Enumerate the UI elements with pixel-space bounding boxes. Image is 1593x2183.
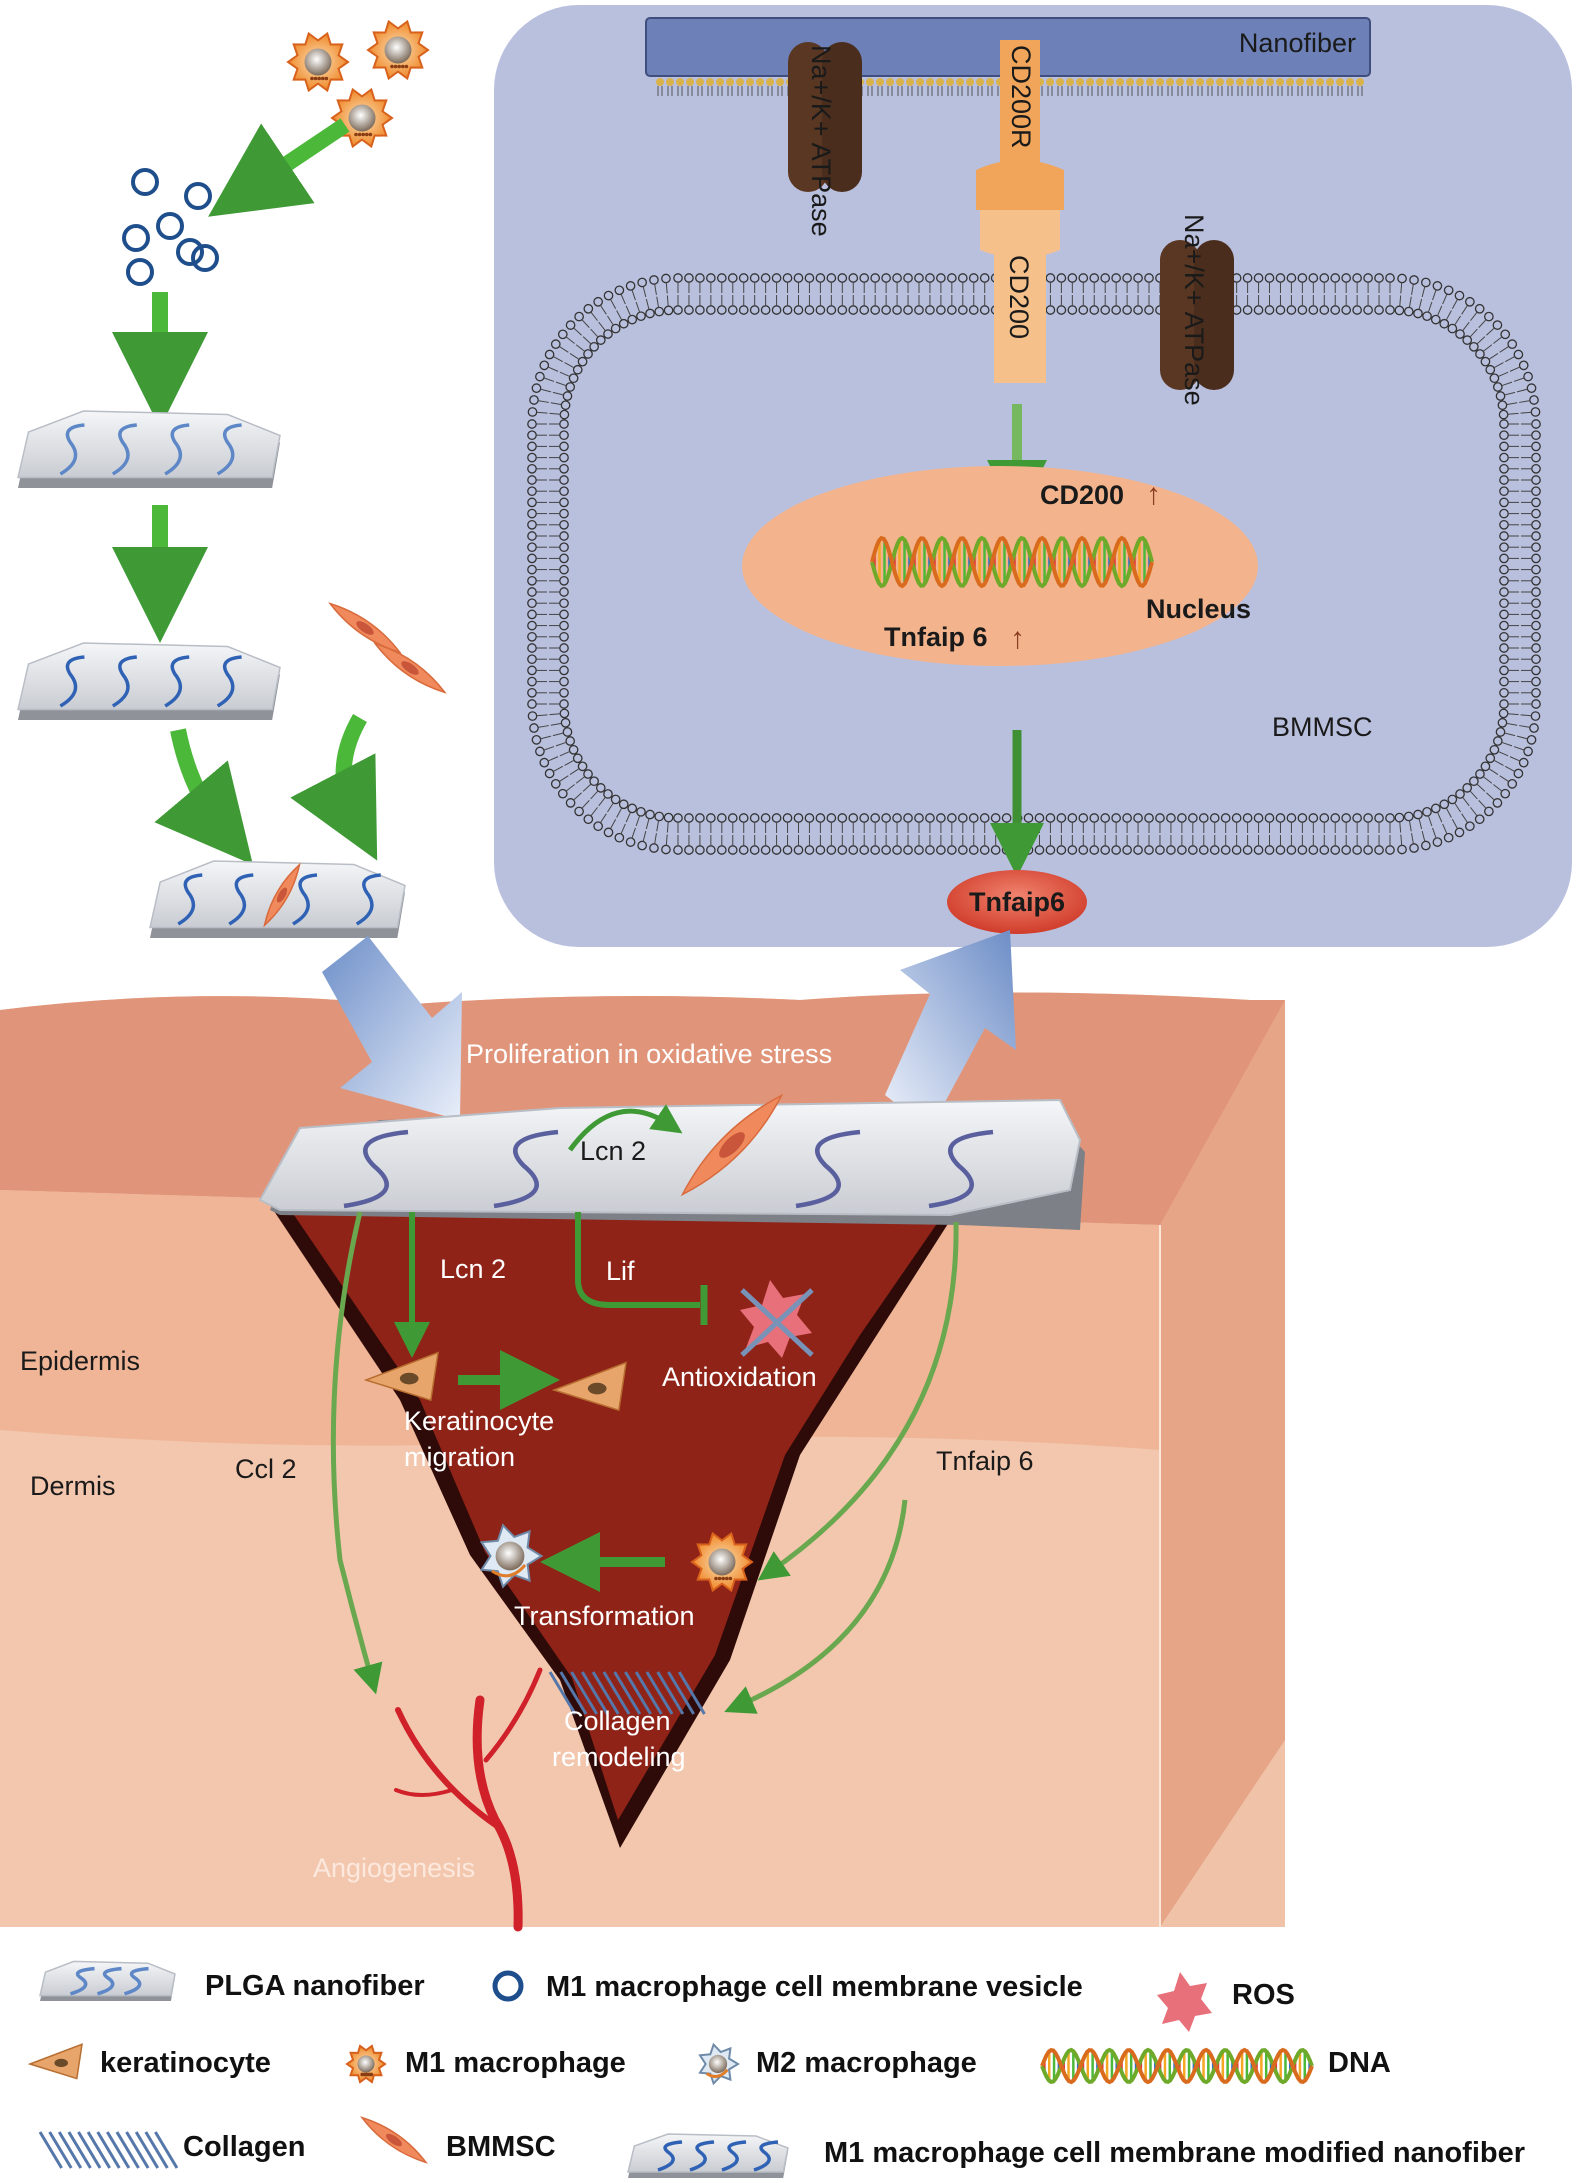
- legend-keratinocyte-label: keratinocyte: [100, 2047, 271, 2079]
- tnfaip6-up-label: Tnfaip 6: [884, 622, 988, 652]
- tnfaip6-secreted-label: Tnfaip6: [969, 887, 1065, 917]
- legend-modified-fiber-icon: [627, 2133, 789, 2178]
- legend-collagen-icon: [38, 2131, 179, 2169]
- dna-helix: [870, 535, 1154, 589]
- ros-inhibited: [740, 1280, 814, 1358]
- collagen-label-2: remodeling: [552, 1742, 686, 1772]
- legend-bmmsc-label: BMMSC: [446, 2131, 556, 2163]
- collagen-label-1: Collagen: [564, 1706, 671, 1736]
- legend-m1-label: M1 macrophage: [405, 2047, 626, 2079]
- ccl2-label: Ccl 2: [235, 1454, 297, 1484]
- legend-m2-icon: [698, 2042, 740, 2086]
- cd200-label: CD200: [1004, 255, 1034, 339]
- legend-dna-icon: [1040, 2047, 1314, 2085]
- flow-arrow-4: [154, 728, 253, 865]
- flow-arrow-5: [290, 714, 378, 861]
- membrane-vesicles: [122, 168, 219, 286]
- atpase-pump-membrane: Na+/K+ ATPase: [1160, 214, 1234, 406]
- angiogenesis-label: Angiogenesis: [313, 1853, 475, 1883]
- atpase-label-top: Na+/K+ ATPase: [806, 45, 836, 237]
- cd200r-receptor: CD200R: [976, 40, 1064, 210]
- cd200-up-label: CD200: [1040, 480, 1124, 510]
- legend-vesicle-label: M1 macrophage cell membrane vesicle: [546, 1971, 1083, 2003]
- legend-modified-label: M1 macrophage cell membrane modified nan…: [824, 2137, 1525, 2169]
- legend-m1-icon: [345, 2044, 387, 2084]
- input-big-arrow: [322, 936, 462, 1120]
- tnfaip6-up-arrow: ↑: [1010, 622, 1025, 655]
- legend-ros-label: ROS: [1232, 1979, 1295, 2011]
- legend-collagen-label: Collagen: [183, 2131, 305, 2163]
- blood-vessel: [394, 1667, 543, 1932]
- tnfaip6-label: Tnfaip 6: [936, 1446, 1034, 1476]
- skin-wound-scene: Epidermis Dermis Proliferation in oxidat…: [0, 930, 1285, 1932]
- bmmsc-cell-label: BMMSC: [1272, 712, 1373, 742]
- legend-plga-label: PLGA nanofiber: [205, 1970, 425, 2002]
- cd200r-label: CD200R: [1006, 45, 1036, 149]
- keratinocyte-label-2: migration: [404, 1442, 515, 1472]
- collagen-fibers: [548, 1671, 706, 1715]
- m1-macrophage-cluster: [286, 19, 430, 149]
- lif-inhibition-line: [575, 1212, 700, 1308]
- cd200-ligand: CD200: [980, 210, 1060, 383]
- dermis-label: Dermis: [30, 1471, 116, 1501]
- output-big-arrow: [885, 930, 1016, 1130]
- ccl2-arrow: [330, 1211, 383, 1695]
- tnfaip6-collagen-arrow: [724, 1499, 908, 1714]
- legend-bmmsc-icon: [360, 2116, 428, 2164]
- macrophage-transformation: [479, 1523, 754, 1593]
- flow-arrow-1: [208, 118, 350, 217]
- modified-nanofiber-step2: [17, 642, 281, 720]
- cell-seeded-nanofiber: [149, 860, 406, 938]
- legend-vesicle-icon: [492, 1970, 524, 2002]
- nucleus-label: Nucleus: [1146, 594, 1251, 624]
- keratinocyte-label-1: Keratinocyte: [404, 1406, 554, 1436]
- tnfaip6-secreted-oval: [947, 870, 1087, 934]
- legend-keratinocyte-icon: [27, 2043, 83, 2080]
- epidermis-label: Epidermis: [20, 1346, 140, 1376]
- plga-nanofiber-step1: [17, 410, 281, 488]
- legend-m2-label: M2 macrophage: [756, 2047, 977, 2079]
- wound-cavity: [292, 1212, 945, 1820]
- nanofiber-scaffold: [258, 1098, 1085, 1230]
- legend-plga-icon: [39, 1960, 176, 2001]
- lcn2-top-label: Lcn 2: [580, 1136, 646, 1166]
- atpase-label-membrane: Na+/K+ ATPase: [1179, 214, 1209, 406]
- transformation-label: Transformation: [514, 1601, 695, 1631]
- nanofiber-label: Nanofiber: [1239, 28, 1356, 58]
- tnfaip6-macrophage-arrow: [757, 1221, 959, 1581]
- legend: PLGA nanofiber M1 macrophage cell membra…: [27, 1960, 1525, 2178]
- proliferation-label: Proliferation in oxidative stress: [466, 1039, 832, 1069]
- legend-ros-icon: [1157, 1972, 1212, 2032]
- atpase-pump-top: Na+/K+ ATPase: [788, 42, 862, 237]
- legend-dna-label: DNA: [1328, 2047, 1391, 2079]
- cd200-up-arrow: ↑: [1146, 478, 1161, 511]
- lcn2-label: Lcn 2: [440, 1254, 506, 1284]
- keratinocytes-migrating: [363, 1351, 627, 1412]
- antioxidation-label: Antioxidation: [662, 1362, 817, 1392]
- lcn2-autocrine-arrow: [567, 1104, 683, 1152]
- fabrication-flow: [17, 19, 447, 938]
- bmmsc-on-scaffold: [680, 1093, 784, 1197]
- bmmsc-cells-seed: [328, 602, 447, 694]
- lif-label: Lif: [606, 1256, 635, 1286]
- signaling-panel: Nanofiber Na+/K+ ATPase Na+/K+ ATPase CD…: [494, 5, 1572, 947]
